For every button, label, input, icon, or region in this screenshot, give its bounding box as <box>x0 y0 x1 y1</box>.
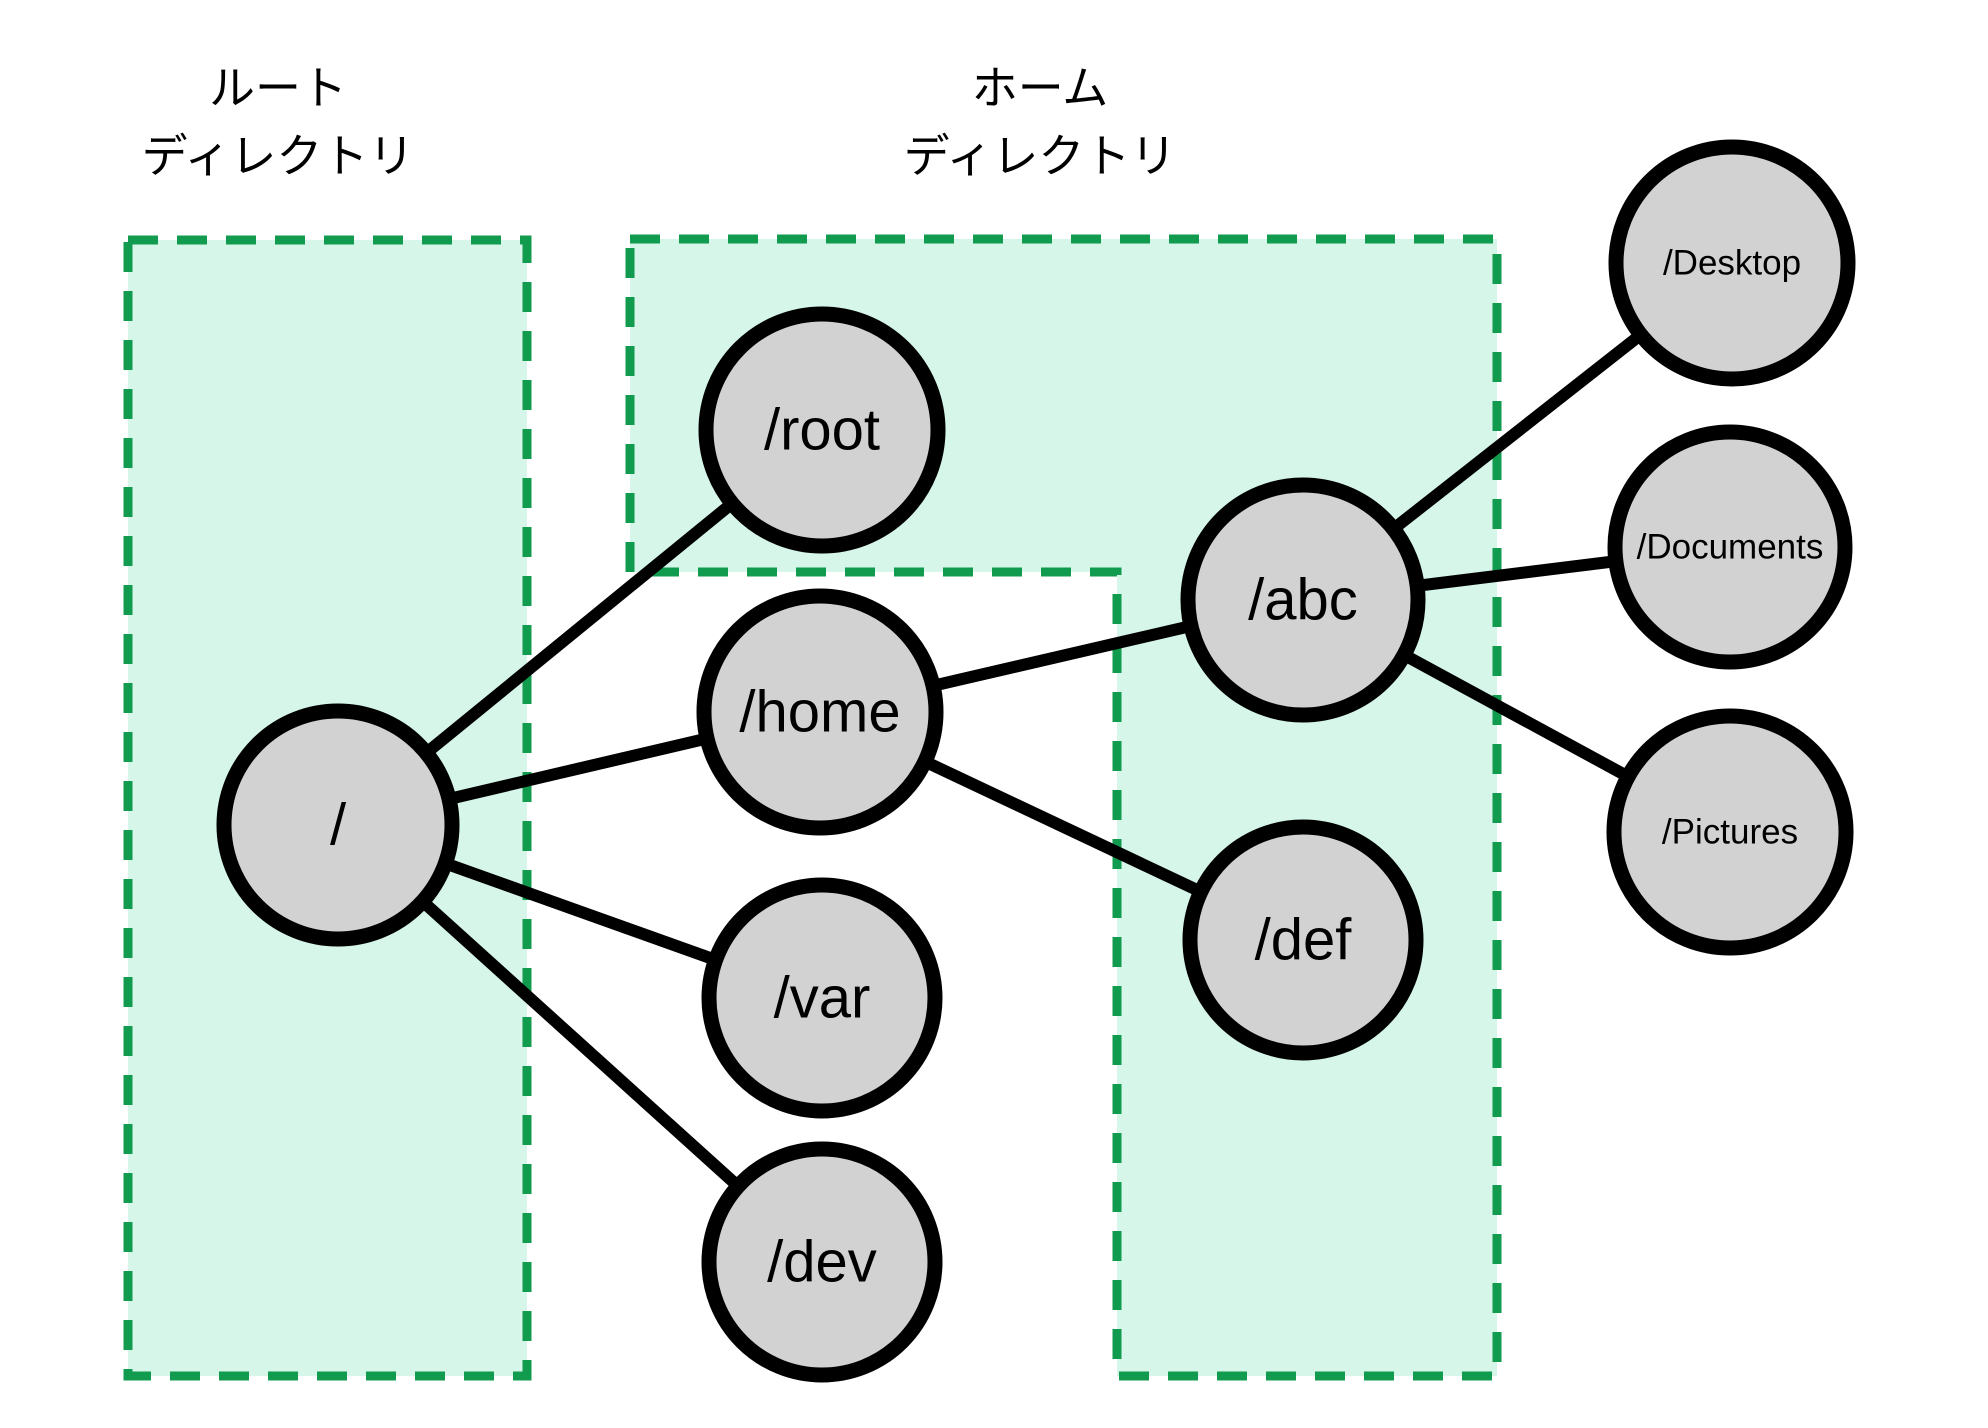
node-circle-var <box>701 877 943 1119</box>
node-root: / <box>216 703 460 947</box>
root-directory-label-line-2: ディレクトリ <box>142 130 415 182</box>
home-directory-label-line-1: ホーム <box>972 62 1109 114</box>
root-directory-label-line-1: ルート <box>209 62 347 114</box>
node-circle-home <box>696 588 944 836</box>
node-label-home: /home <box>739 680 900 745</box>
node-abc: /abc <box>1180 477 1426 723</box>
node-label-dev: /dev <box>767 1230 877 1295</box>
node-home: /home <box>696 588 944 836</box>
node-var: /var <box>701 877 943 1119</box>
node-label-pictures: /Pictures <box>1662 813 1798 852</box>
node-dev: /dev <box>701 1141 943 1383</box>
node-label-var: /var <box>774 966 871 1031</box>
node-circle-root <box>216 703 460 947</box>
node-label-slashroot: /root <box>764 398 880 463</box>
node-desktop: /Desktop <box>1608 139 1856 387</box>
node-label-documents: /Documents <box>1637 528 1824 567</box>
node-label-root: / <box>330 793 347 858</box>
node-label-def: /def <box>1255 908 1353 973</box>
node-circle-documents <box>1607 424 1853 670</box>
node-slashroot: /root <box>698 306 946 554</box>
node-pictures: /Pictures <box>1606 708 1854 956</box>
node-documents: /Documents <box>1607 424 1853 670</box>
home-directory-label-line-2: ディレクトリ <box>904 130 1177 182</box>
node-circle-abc <box>1180 477 1426 723</box>
node-circle-pictures <box>1606 708 1854 956</box>
node-def: /def <box>1182 819 1424 1061</box>
node-label-abc: /abc <box>1248 568 1358 633</box>
node-circle-def <box>1182 819 1424 1061</box>
node-circle-slashroot <box>698 306 946 554</box>
node-circle-dev <box>701 1141 943 1383</box>
node-label-desktop: /Desktop <box>1663 244 1801 283</box>
node-circle-desktop <box>1608 139 1856 387</box>
